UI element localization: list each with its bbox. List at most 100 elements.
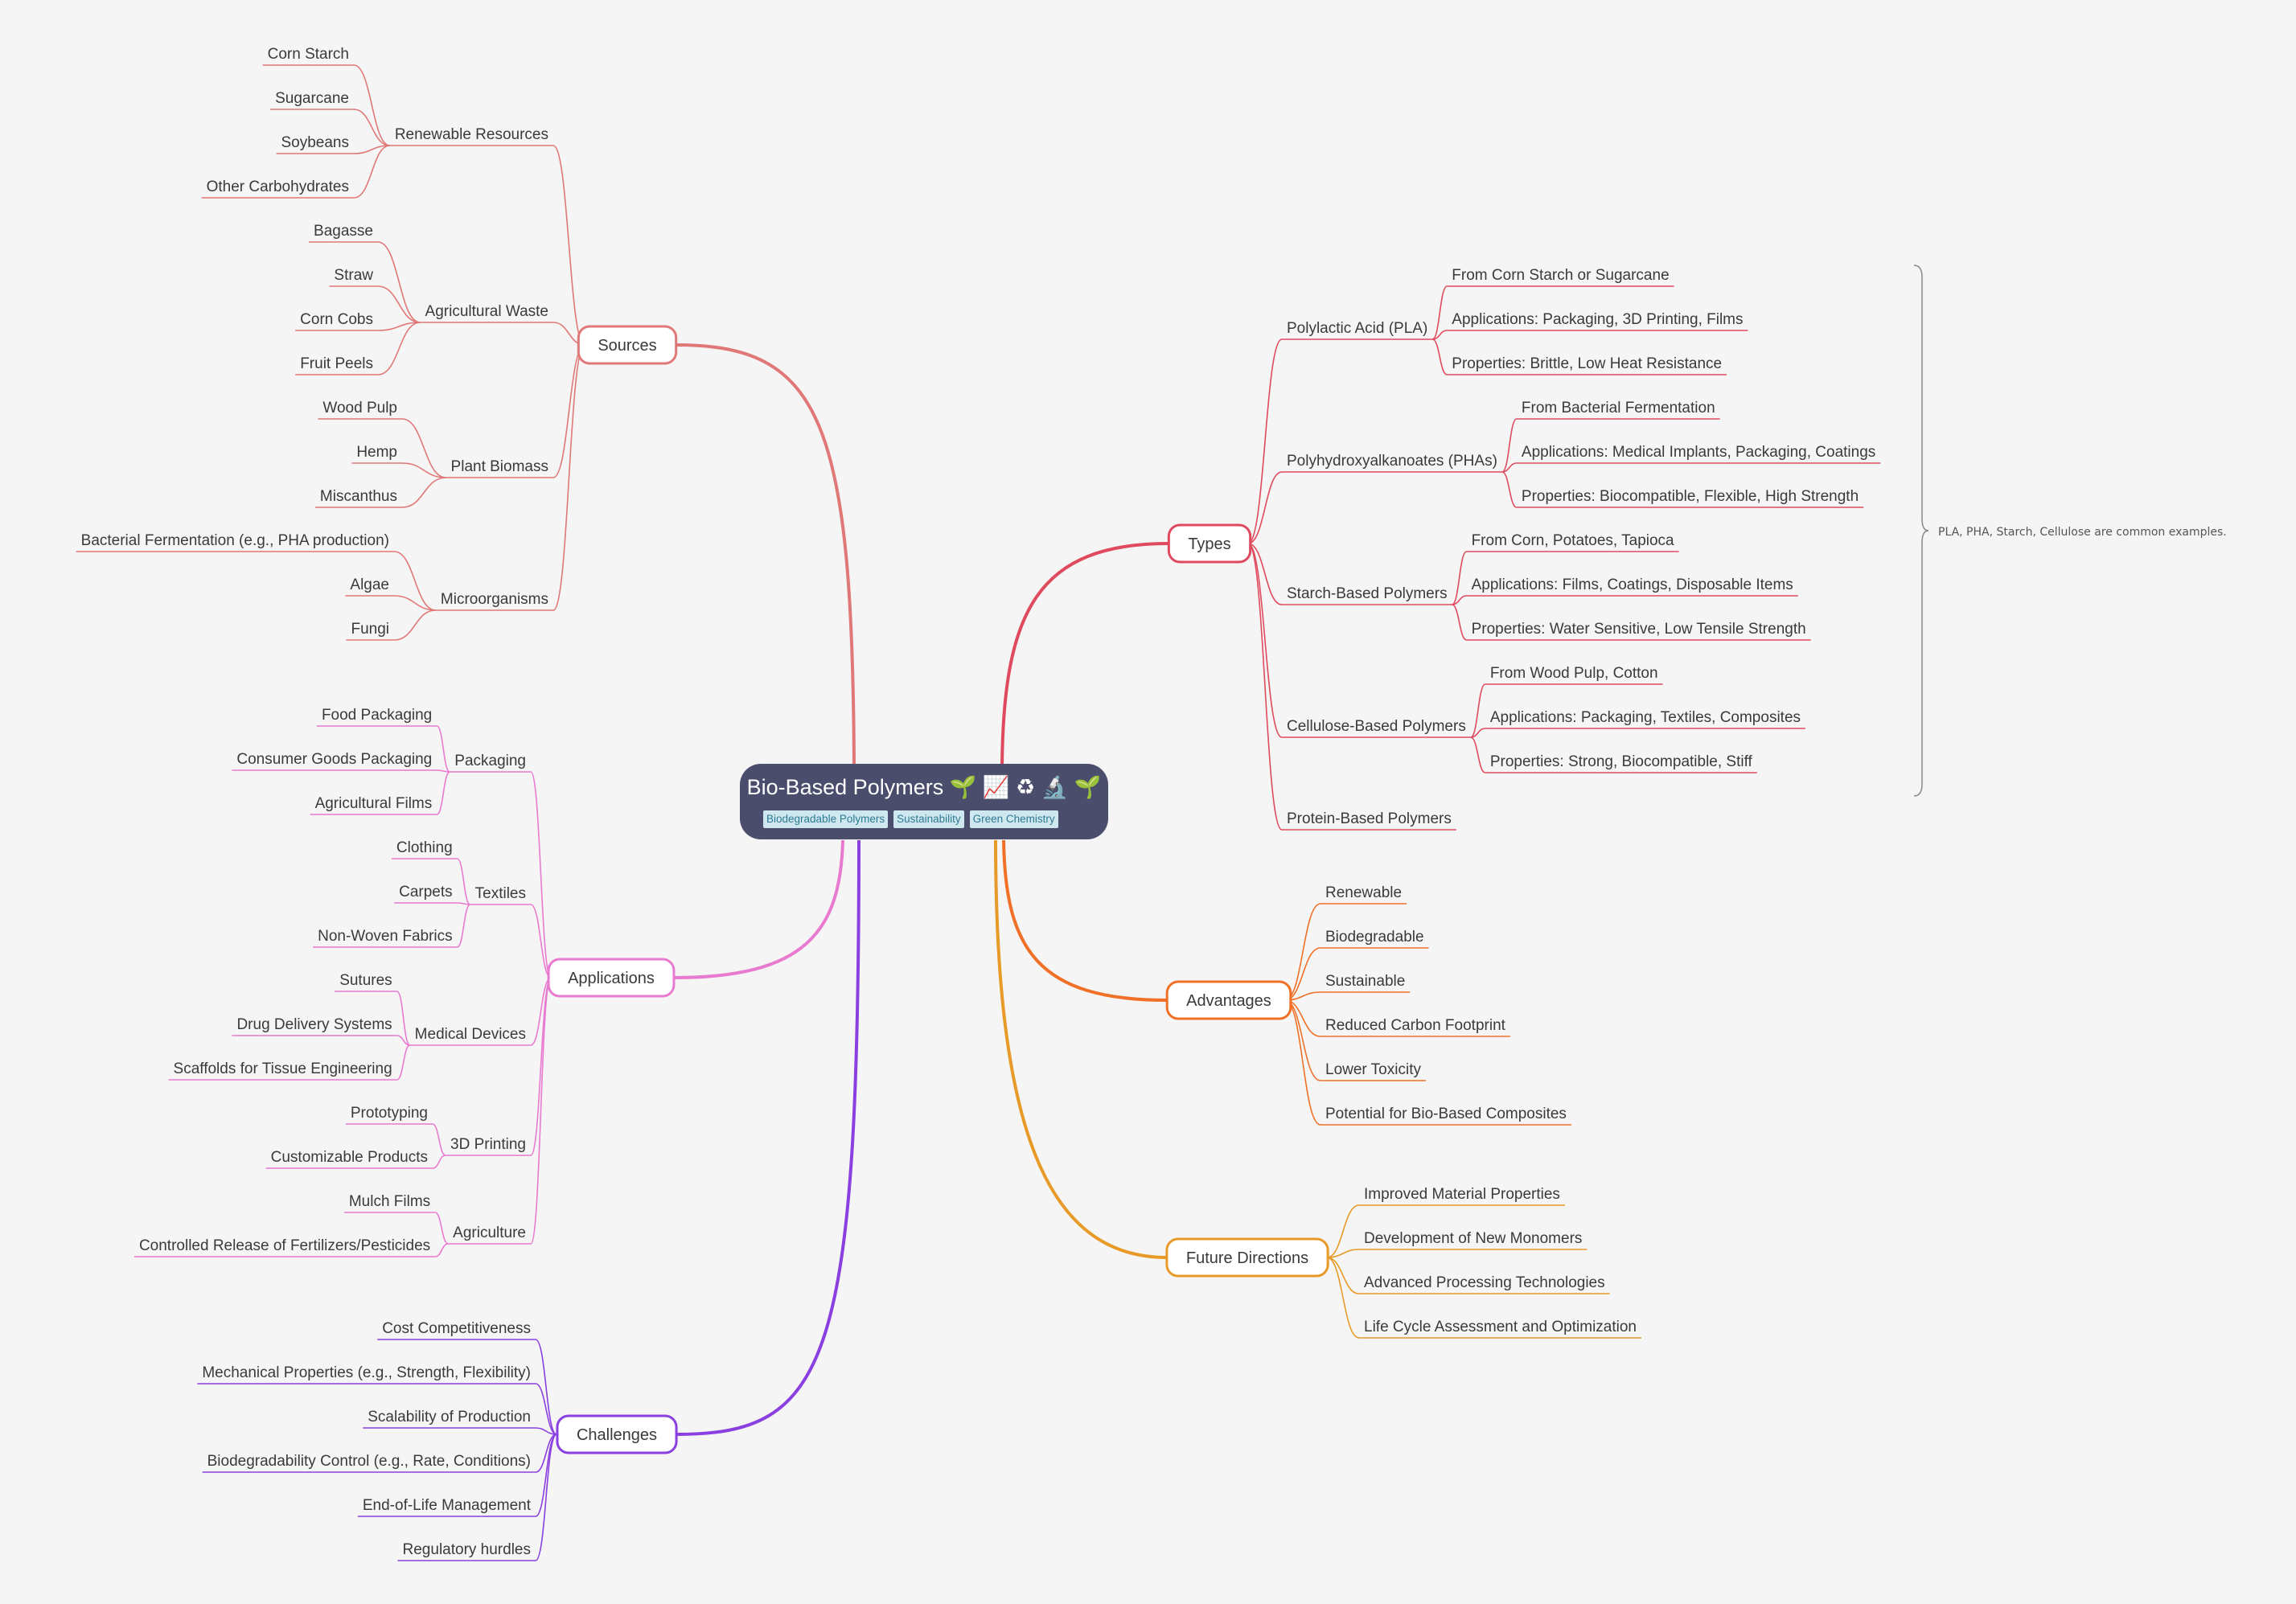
node-advanced-processing-technologies[interactable]: Advanced Processing Technologies <box>1364 1274 1605 1291</box>
main-topic-sources[interactable]: Sources <box>577 325 678 365</box>
main-topic-applications[interactable]: Applications <box>547 958 676 998</box>
central-topic[interactable]: Bio-Based Polymers 🌱 📈 ♻ 🔬 🌱 Biodegradab… <box>740 764 1108 839</box>
node-scalability-of-production[interactable]: Scalability of Production <box>368 1409 531 1426</box>
node-life-cycle-assessment-and-optimization[interactable]: Life Cycle Assessment and Optimization <box>1364 1319 1637 1335</box>
main-topic-advantages[interactable]: Advantages <box>1165 980 1292 1020</box>
node-sugarcane[interactable]: Sugarcane <box>275 90 349 107</box>
connector-line <box>1326 1257 1360 1339</box>
main-topic-challenges[interactable]: Challenges <box>556 1414 678 1454</box>
node-clothing[interactable]: Clothing <box>396 839 453 856</box>
node-plant-biomass[interactable]: Plant Biomass <box>451 458 548 475</box>
node-properties-water-sensitive-low-tensile-strength[interactable]: Properties: Water Sensitive, Low Tensile… <box>1472 621 1806 638</box>
node-textiles[interactable]: Textiles <box>475 885 526 902</box>
connector-line <box>1326 1257 1360 1294</box>
node-starch-based-polymers[interactable]: Starch-Based Polymers <box>1287 585 1448 602</box>
node-other-carbohydrates[interactable]: Other Carbohydrates <box>207 178 349 195</box>
node-hemp[interactable]: Hemp <box>356 444 397 461</box>
node-renewable[interactable]: Renewable <box>1325 884 1402 901</box>
node-microorganisms[interactable]: Microorganisms <box>441 591 548 608</box>
node-protein-based-polymers[interactable]: Protein-Based Polymers <box>1287 810 1452 827</box>
node-fungi[interactable]: Fungi <box>351 621 389 638</box>
node-algae[interactable]: Algae <box>350 576 389 593</box>
connector-line <box>401 477 446 508</box>
branch-sources-line <box>676 343 856 766</box>
node-sutures[interactable]: Sutures <box>339 972 392 989</box>
connector-line <box>530 771 552 978</box>
branch-types-line <box>1000 542 1169 766</box>
node-3d-printing[interactable]: 3D Printing <box>450 1136 526 1153</box>
node-applications-packaging-3d-printing-films[interactable]: Applications: Packaging, 3D Printing, Fi… <box>1452 311 1743 328</box>
node-corn-starch[interactable]: Corn Starch <box>268 46 349 63</box>
node-biodegradability-control-e-g-rate-conditions[interactable]: Biodegradability Control (e.g., Rate, Co… <box>207 1453 531 1470</box>
connector-line <box>552 145 585 346</box>
node-properties-strong-biocompatible-stiff[interactable]: Properties: Strong, Biocompatible, Stiff <box>1490 753 1753 770</box>
connector-line <box>1501 462 1517 473</box>
main-topic-label: Future Directions <box>1186 1249 1308 1267</box>
node-consumer-goods-packaging[interactable]: Consumer Goods Packaging <box>236 751 432 768</box>
node-bacterial-fermentation-e-g-pha-production[interactable]: Bacterial Fermentation (e.g., PHA produc… <box>81 532 389 549</box>
node-development-of-new-monomers[interactable]: Development of New Monomers <box>1364 1230 1582 1247</box>
node-properties-brittle-low-heat-resistance[interactable]: Properties: Brittle, Low Heat Resistance <box>1452 355 1722 372</box>
node-cost-competitiveness[interactable]: Cost Competitiveness <box>382 1320 531 1337</box>
node-wood-pulp[interactable]: Wood Pulp <box>322 400 397 416</box>
node-improved-material-properties[interactable]: Improved Material Properties <box>1364 1186 1560 1203</box>
connector-line <box>353 109 390 146</box>
node-from-wood-pulp-cotton[interactable]: From Wood Pulp, Cotton <box>1490 665 1658 682</box>
node-non-woven-fabrics[interactable]: Non-Woven Fabrics <box>318 928 453 945</box>
node-straw[interactable]: Straw <box>334 267 373 284</box>
node-medical-devices[interactable]: Medical Devices <box>415 1026 526 1043</box>
node-from-bacterial-fermentation[interactable]: From Bacterial Fermentation <box>1522 400 1715 416</box>
node-sustainable[interactable]: Sustainable <box>1325 973 1405 990</box>
connector-line <box>353 145 390 199</box>
node-soybeans[interactable]: Soybeans <box>281 134 349 151</box>
node-mulch-films[interactable]: Mulch Films <box>349 1193 430 1210</box>
tag-green-chemistry[interactable]: Green Chemistry <box>969 810 1058 828</box>
connector-line <box>432 1155 446 1169</box>
node-polylactic-acid-pla[interactable]: Polylactic Acid (PLA) <box>1287 320 1427 337</box>
central-topic-tags: Biodegradable Polymers Sustainability Gr… <box>763 810 1058 828</box>
connector-line <box>436 771 451 815</box>
node-from-corn-potatoes-tapioca[interactable]: From Corn, Potatoes, Tapioca <box>1472 532 1674 549</box>
connector-line <box>396 1044 411 1081</box>
node-customizable-products[interactable]: Customizable Products <box>271 1149 428 1166</box>
node-properties-biocompatible-flexible-high-strength[interactable]: Properties: Biocompatible, Flexible, Hig… <box>1522 488 1859 505</box>
node-applications-films-coatings-disposable-items[interactable]: Applications: Films, Coatings, Disposabl… <box>1472 576 1793 593</box>
node-prototyping[interactable]: Prototyping <box>351 1105 428 1122</box>
node-agriculture[interactable]: Agriculture <box>453 1225 526 1241</box>
node-regulatory-hurdles[interactable]: Regulatory hurdles <box>403 1541 531 1558</box>
main-topic-types[interactable]: Types <box>1167 523 1252 564</box>
node-drug-delivery-systems[interactable]: Drug Delivery Systems <box>236 1016 392 1033</box>
connector-line <box>1431 285 1448 340</box>
connector-line <box>1247 543 1283 605</box>
node-mechanical-properties-e-g-strength-flexibility[interactable]: Mechanical Properties (e.g., Strength, F… <box>202 1364 531 1381</box>
branch-future-line <box>994 839 1167 1259</box>
node-corn-cobs[interactable]: Corn Cobs <box>300 311 373 328</box>
node-packaging[interactable]: Packaging <box>454 753 526 769</box>
main-topic-box <box>1165 980 1292 1020</box>
node-renewable-resources[interactable]: Renewable Resources <box>395 126 548 143</box>
main-topic-future-directions[interactable]: Future Directions <box>1165 1237 1329 1278</box>
node-carpets[interactable]: Carpets <box>399 884 453 900</box>
node-scaffolds-for-tissue-engineering[interactable]: Scaffolds for Tissue Engineering <box>174 1060 392 1077</box>
node-agricultural-waste[interactable]: Agricultural Waste <box>425 303 548 320</box>
node-potential-for-bio-based-composites[interactable]: Potential for Bio-Based Composites <box>1325 1106 1567 1122</box>
node-biodegradable[interactable]: Biodegradable <box>1325 929 1424 946</box>
node-cellulose-based-polymers[interactable]: Cellulose-Based Polymers <box>1287 718 1466 735</box>
node-applications-packaging-textiles-composites[interactable]: Applications: Packaging, Textiles, Compo… <box>1490 709 1801 726</box>
tag-sustainability[interactable]: Sustainability <box>893 810 964 828</box>
node-bagasse[interactable]: Bagasse <box>314 223 373 240</box>
node-food-packaging[interactable]: Food Packaging <box>322 707 432 724</box>
node-applications-medical-implants-packaging-coatings[interactable]: Applications: Medical Implants, Packagin… <box>1522 444 1875 461</box>
node-lower-toxicity[interactable]: Lower Toxicity <box>1325 1061 1421 1078</box>
node-controlled-release-of-fertilizers-pesticides[interactable]: Controlled Release of Fertilizers/Pestic… <box>139 1237 430 1254</box>
node-reduced-carbon-footprint[interactable]: Reduced Carbon Footprint <box>1325 1017 1506 1034</box>
node-fruit-peels[interactable]: Fruit Peels <box>300 355 373 372</box>
node-end-of-life-management[interactable]: End-of-Life Management <box>363 1497 532 1514</box>
node-polyhydroxyalkanoates-phas[interactable]: Polyhydroxyalkanoates (PHAs) <box>1287 453 1497 470</box>
node-agricultural-films[interactable]: Agricultural Films <box>315 795 433 812</box>
summary-note[interactable]: PLA, PHA, Starch, Cellulose are common e… <box>1938 526 2227 539</box>
node-miscanthus[interactable]: Miscanthus <box>320 488 397 505</box>
connector-line <box>377 285 421 323</box>
tag-biodegradable-polymers[interactable]: Biodegradable Polymers <box>763 810 889 828</box>
node-from-corn-starch-or-sugarcane[interactable]: From Corn Starch or Sugarcane <box>1452 267 1669 284</box>
